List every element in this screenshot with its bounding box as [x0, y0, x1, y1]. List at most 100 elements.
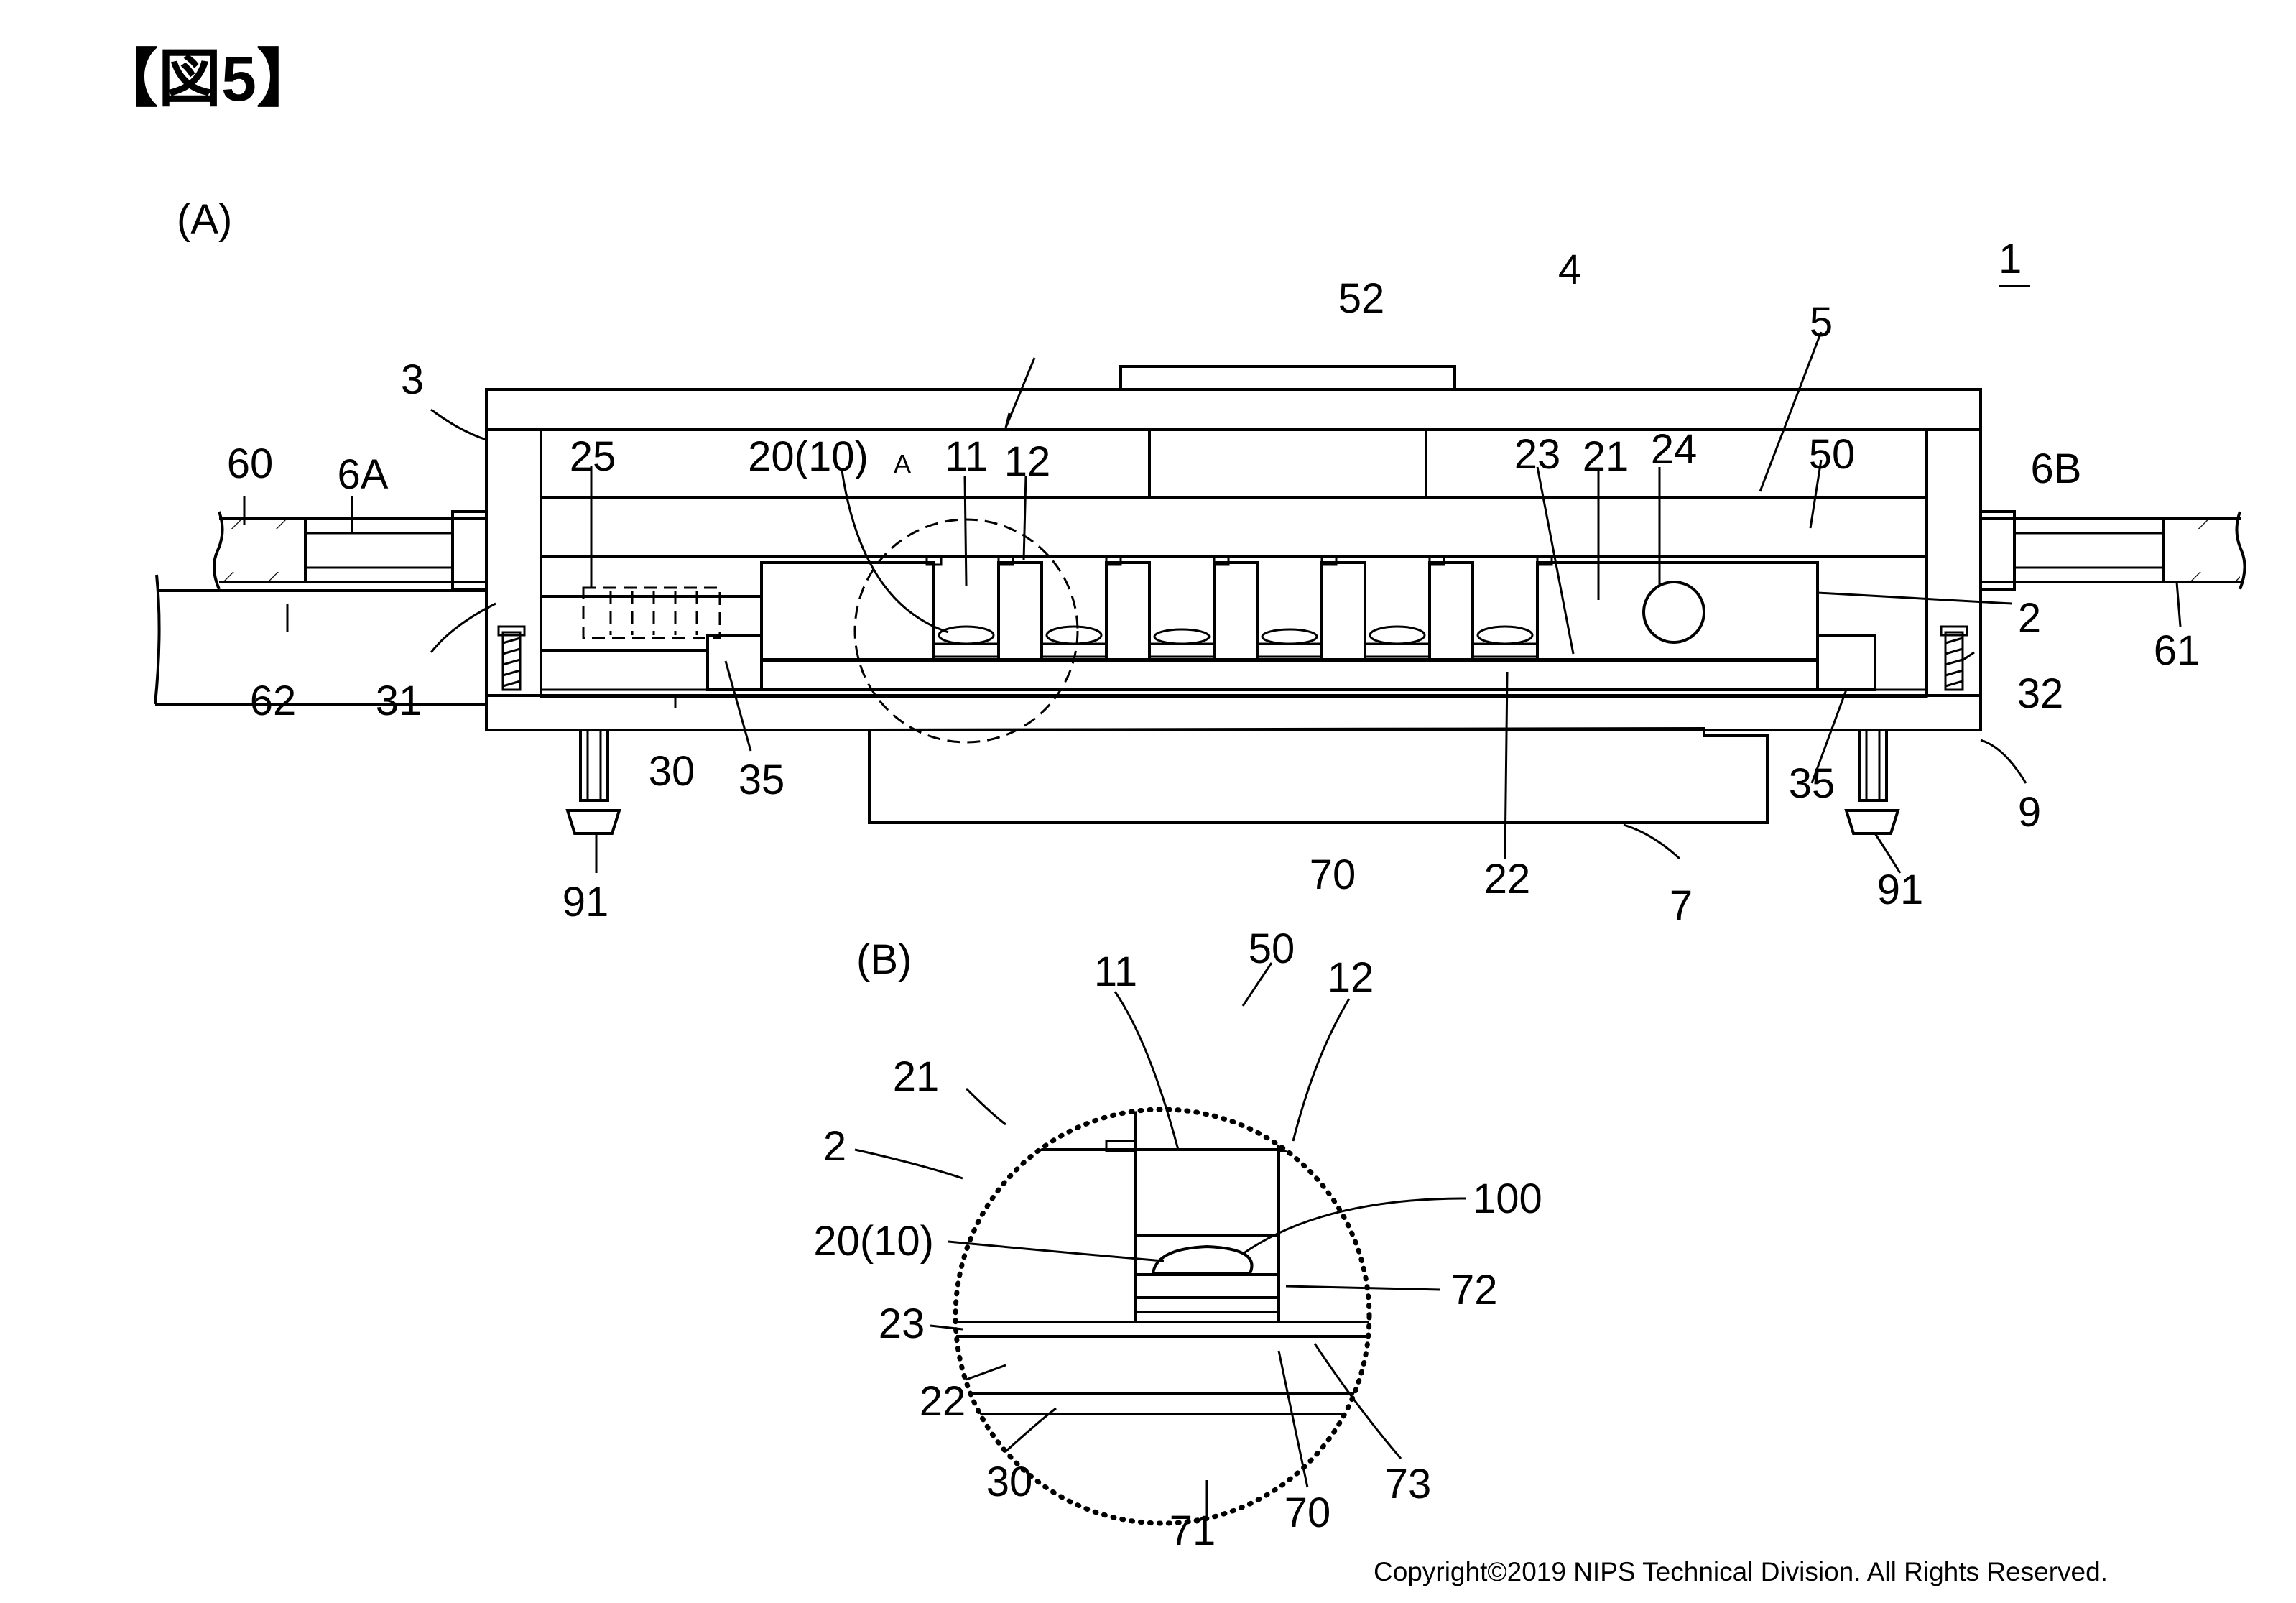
screw-32 [1940, 625, 1968, 691]
label-ref-91-left: 91 [563, 879, 609, 925]
casing-right-wall [1925, 428, 1982, 697]
view-a-caption: (A) [177, 196, 232, 243]
leg-91-right [1844, 729, 1900, 835]
b-layer-30 [955, 1392, 1369, 1415]
label-ref-91-right: 91 [1877, 867, 1924, 913]
b-label-ref-2: 2 [823, 1123, 846, 1170]
label-ref-62: 62 [250, 678, 297, 724]
pipe-6a-wall-bottom [304, 566, 454, 583]
view-a: (A) [154, 196, 2246, 929]
hose-61 [2164, 511, 2246, 590]
b-label-ref-71: 71 [1170, 1507, 1216, 1554]
b-label-ref-20-10: 20(10) [813, 1218, 934, 1265]
b-label-ref-21: 21 [893, 1053, 940, 1100]
label-ref-22: 22 [1484, 856, 1531, 902]
pipe-6b-wall-top [2013, 517, 2165, 535]
fin-3 [1213, 561, 1259, 661]
b-layer-73 [1134, 1296, 1280, 1323]
b-layer-23 [955, 1321, 1369, 1338]
label-ref-20-10: 20(10) [748, 433, 869, 480]
b-cap-12a [1105, 1140, 1137, 1152]
b-cap-12c [1349, 1140, 1369, 1152]
label-ref-9: 9 [2018, 789, 2041, 836]
casing-3 [485, 388, 1982, 731]
pipe-6a-wall-top [304, 517, 454, 535]
label-ref-35-left: 35 [739, 757, 785, 803]
label-ref-11: 11 [945, 433, 988, 480]
label-ref-6b: 6B [2031, 445, 2082, 492]
fin-5 [1428, 561, 1474, 661]
component-25 [582, 586, 721, 639]
pipe-6a [304, 510, 488, 591]
chip-3 [1153, 628, 1211, 645]
label-ref-12: 12 [1004, 438, 1051, 485]
b-chip-20-10 [1151, 1244, 1254, 1275]
b-label-ref-30: 30 [986, 1459, 1033, 1505]
part-52 [1119, 365, 1456, 391]
leg-91-left [565, 729, 621, 835]
channel-block-21 [760, 555, 1819, 661]
fin-cap-4 [1213, 555, 1230, 566]
chip-6 [1476, 625, 1534, 645]
label-ref-61: 61 [2154, 627, 2200, 674]
label-ref-32: 32 [2017, 670, 2064, 717]
b-label-ref-73: 73 [1385, 1461, 1432, 1507]
label-ref-23: 23 [1514, 431, 1561, 478]
spacer-35-right [1816, 634, 1876, 691]
casing-top-wall [485, 388, 1982, 431]
fin-2 [1105, 561, 1151, 661]
chip-4 [1261, 628, 1318, 645]
fin-4 [1320, 561, 1366, 661]
chips-20-row [932, 625, 1539, 658]
label-ref-35-right: 35 [1789, 760, 1836, 807]
b-label-ref-11: 11 [1094, 948, 1137, 995]
base-plate-22 [760, 660, 1819, 691]
b-label-ref-50: 50 [1249, 925, 1295, 972]
channel-24 [1642, 581, 1705, 644]
label-ref-21: 21 [1583, 433, 1629, 480]
leaders-b [854, 962, 1466, 1520]
label-ref-31: 31 [376, 678, 422, 724]
fin-cap-5 [1320, 555, 1338, 566]
fin-cap-7 [1536, 555, 1553, 566]
b-label-ref-12: 12 [1328, 954, 1374, 1001]
detail-circle-b [953, 1107, 1372, 1526]
spacer-35-left [706, 634, 763, 691]
b-block-21-right [1277, 1148, 1369, 1323]
b-label-ref-23: 23 [879, 1301, 925, 1347]
fin-cap-3 [1105, 555, 1122, 566]
b-label-ref-100: 100 [1473, 1175, 1542, 1222]
chip-2 [1045, 625, 1103, 645]
block-21-right-end [1536, 561, 1819, 661]
chip-5 [1369, 625, 1426, 645]
fin-cap-2 [997, 555, 1014, 566]
b-layer-72 [1134, 1273, 1280, 1299]
component-25-coils [609, 591, 698, 635]
leaders-a [243, 331, 2182, 874]
b-label-ref-72: 72 [1451, 1267, 1498, 1313]
label-ref-52: 52 [1338, 275, 1385, 322]
b-label-ref-70: 70 [1284, 1489, 1331, 1536]
label-detail-a: A [894, 449, 911, 479]
label-ref-7: 7 [1670, 882, 1693, 929]
hose-60 [213, 511, 305, 590]
b-block-21-left [955, 1148, 1137, 1323]
label-ref-5: 5 [1810, 299, 1833, 346]
label-ref-24: 24 [1651, 426, 1698, 473]
b-block-50 [955, 1109, 1369, 1151]
label-ref-6a: 6A [338, 451, 389, 498]
label-ref-3: 3 [401, 356, 424, 403]
pipe-6b-flange [1979, 510, 2016, 591]
label-ref-60: 60 [227, 440, 274, 487]
cooler-70 [868, 726, 1769, 824]
view-b-caption: (B) [856, 936, 912, 983]
pipe-6a-flange [451, 510, 488, 591]
b-fin-11 [1134, 1109, 1280, 1237]
label-ref-1: 1 [1999, 236, 2022, 282]
chip-1 [938, 625, 995, 645]
casing-left-wall [485, 428, 542, 697]
pipe-6b-wall-bottom [2013, 566, 2165, 583]
fin-1 [997, 561, 1043, 661]
view-b: (B) [813, 925, 1542, 1554]
